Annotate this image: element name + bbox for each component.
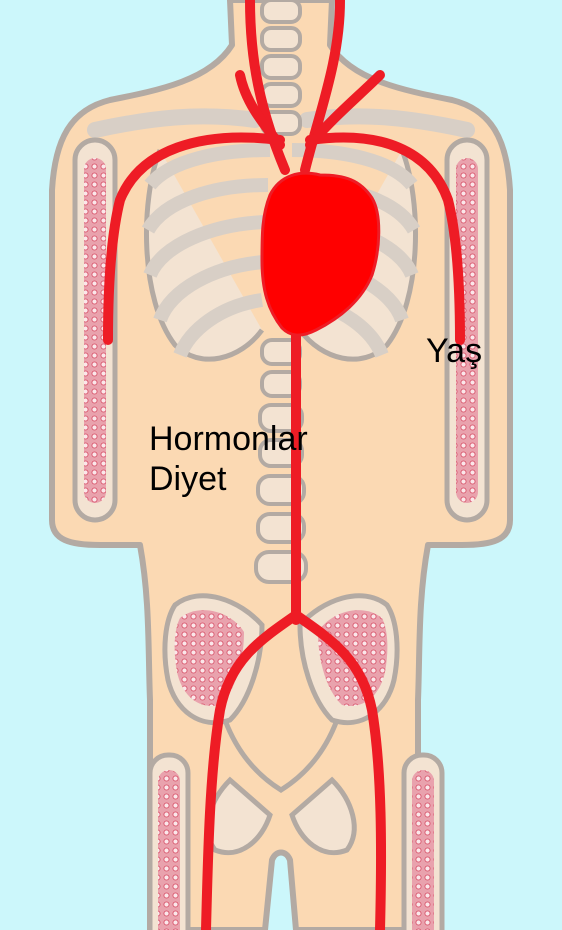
label-diet: Diyet	[149, 460, 226, 498]
label-age: Yaş	[426, 332, 482, 370]
label-hormones: Hormonlar	[149, 420, 308, 458]
